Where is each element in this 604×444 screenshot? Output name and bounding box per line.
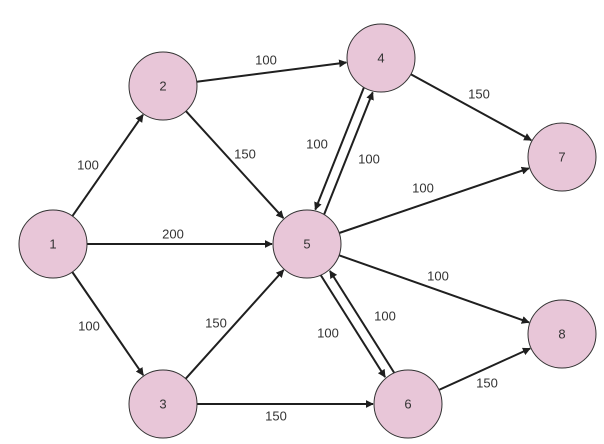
edge-label-2-to-4: 100 [255, 53, 277, 68]
node-circle-5 [272, 209, 342, 279]
edge-label-5-to-4: 100 [358, 152, 380, 167]
edge-arrow-1-to-3 [71, 271, 145, 376]
edge-arrow-6-to-8 [438, 347, 531, 391]
edge-label-2-to-5: 150 [234, 147, 256, 162]
edge-arrow-2-to-4 [196, 59, 348, 83]
edge-label-4-to-7: 150 [468, 87, 490, 102]
node-circle-8 [527, 299, 597, 369]
edge-arrow-6-to-5 [329, 270, 395, 374]
node-circle-4 [346, 23, 416, 93]
node-label-6: 6 [404, 397, 411, 412]
node-label-2: 2 [159, 79, 166, 94]
node-circle-3 [128, 369, 198, 439]
edge-label-5-to-8: 100 [427, 269, 449, 284]
node-3: 3 [128, 369, 198, 439]
edge-label-5-to-7: 100 [412, 181, 434, 196]
node-1: 1 [18, 209, 88, 279]
node-label-5: 5 [303, 237, 310, 252]
node-circle-2 [128, 51, 198, 121]
edge-arrow-4-to-7 [410, 73, 533, 142]
node-label-4: 4 [377, 51, 384, 66]
edge-arrow-5-to-6 [320, 274, 386, 378]
node-label-7: 7 [558, 150, 565, 165]
edge-label-3-to-5: 150 [205, 316, 227, 331]
edge-arrow-1-to-2 [71, 114, 144, 217]
edge-arrow-2-to-5 [185, 110, 285, 219]
edge-arrow-3-to-5 [184, 269, 285, 380]
edge-labels-layer: 100 200 100 100 150 150 150 100 100 150 100 100 100 1… [77, 53, 498, 424]
node-4: 4 [346, 23, 416, 93]
edge-label-1-to-2: 100 [77, 158, 99, 173]
edge-label-1-to-5: 200 [162, 227, 184, 242]
nodes-layer: 1 2 3 4 5 6 7 8 [18, 23, 597, 439]
node-circle-6 [373, 369, 443, 439]
node-7: 7 [527, 122, 597, 192]
node-8: 8 [527, 299, 597, 369]
edge-label-3-to-6: 150 [265, 409, 287, 424]
edge-arrow-5-to-7 [338, 166, 530, 234]
node-circle-7 [527, 122, 597, 192]
node-5: 5 [272, 209, 342, 279]
edge-label-6-to-5: 100 [374, 309, 396, 324]
edge-arrow-4-to-5 [314, 87, 365, 211]
node-6: 6 [373, 369, 443, 439]
node-label-1: 1 [49, 237, 56, 252]
edge-label-4-to-5: 100 [306, 137, 328, 152]
edge-label-6-to-8: 150 [476, 376, 498, 391]
edge-arrow-5-to-4 [323, 91, 374, 215]
node-label-8: 8 [558, 327, 565, 342]
node-label-3: 3 [159, 397, 166, 412]
node-2: 2 [128, 51, 198, 121]
node-circle-1 [18, 209, 88, 279]
edge-arrow-5-to-8 [338, 254, 530, 324]
edge-label-5-to-6: 100 [317, 326, 339, 341]
edge-label-1-to-3: 100 [78, 319, 100, 334]
edges-layer [71, 59, 533, 408]
